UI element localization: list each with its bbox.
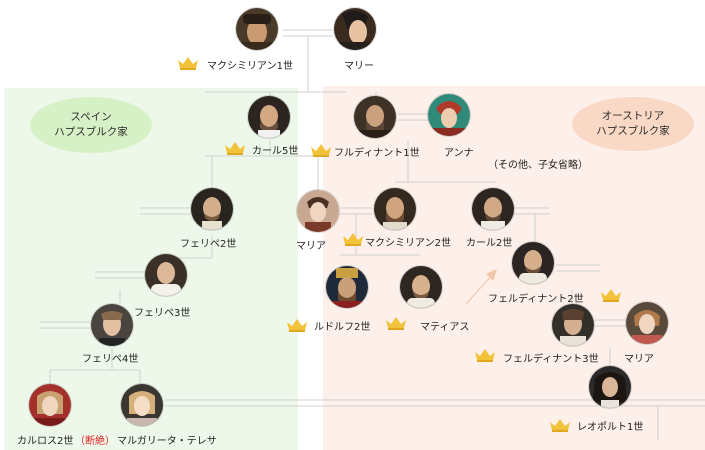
portrait-ferdinand2 (512, 242, 554, 284)
name-ferdinand2: フェルディナント2世 (488, 294, 584, 305)
name-maximilian1: マクシミリアン1世 (207, 61, 293, 72)
crown-icon-ferdinand1 (311, 144, 331, 157)
name-maria2: マリア (624, 354, 654, 365)
name-matthias: マティアス (420, 322, 470, 333)
crown-icon-maximilian2 (343, 233, 363, 246)
portrait-philipp3 (145, 254, 187, 296)
name-philipp2: フェリペ2世 (180, 239, 237, 250)
portrait-karl5 (248, 96, 290, 138)
portrait-maria2 (626, 302, 668, 344)
crown-icon-leopold1 (550, 419, 570, 432)
portrait-maximilian1 (236, 8, 278, 50)
name-margarita: マルガリータ・テレサ (117, 436, 217, 447)
name-leopold1: レオポルト1世 (577, 422, 644, 433)
austria-habsburg-badge: オーストリア ハプスブルク家 (572, 97, 694, 151)
name-ferdinand3: フェルディナント3世 (503, 354, 599, 365)
portrait-margarita (121, 384, 163, 426)
portrait-marie (334, 8, 376, 50)
name-maria: マリア (296, 241, 326, 252)
crown-icon-karl5 (225, 142, 245, 155)
name-maximilian2: マクシミリアン2世 (365, 238, 451, 249)
name-ferdinand1: フルディナント1世 (334, 148, 420, 159)
name-karl2: カール2世 (466, 238, 513, 249)
portrait-anna (428, 94, 470, 136)
portrait-ferdinand1 (354, 96, 396, 138)
portrait-maximilian2 (374, 188, 416, 230)
name-carlos2: カルロス2世 (17, 436, 74, 447)
portrait-karl2 (472, 188, 514, 230)
portrait-philipp2 (191, 188, 233, 230)
portrait-matthias (400, 266, 442, 308)
portrait-philipp4 (91, 304, 133, 346)
name-philipp3: フェリペ3世 (134, 308, 191, 319)
spain-habsburg-badge: スペイン ハプスブルク家 (30, 97, 152, 153)
name-rudolf2: ルドルフ2世 (314, 322, 371, 333)
name-marie: マリー (344, 61, 374, 72)
crown-icon-matthias (386, 317, 406, 330)
crown-icon-ferdinand3 (475, 349, 495, 362)
portrait-maria (297, 190, 339, 232)
note-other-children-omitted: （その他、子女省略） (488, 160, 588, 171)
crown-icon-ferdinand2 (601, 289, 621, 302)
crown-icon-rudolf2 (287, 319, 307, 332)
portrait-carlos2 (29, 384, 71, 426)
portrait-ferdinand3 (552, 304, 594, 346)
crown-icon-maximilian1 (178, 57, 198, 70)
name-anna: アンナ (444, 148, 474, 159)
portrait-leopold1 (589, 366, 631, 408)
portrait-rudolf2 (326, 266, 368, 308)
name-philipp4: フェリペ4世 (82, 354, 139, 365)
extinct-label: （断絶） (75, 436, 115, 447)
name-karl5: カール5世 (252, 146, 299, 157)
